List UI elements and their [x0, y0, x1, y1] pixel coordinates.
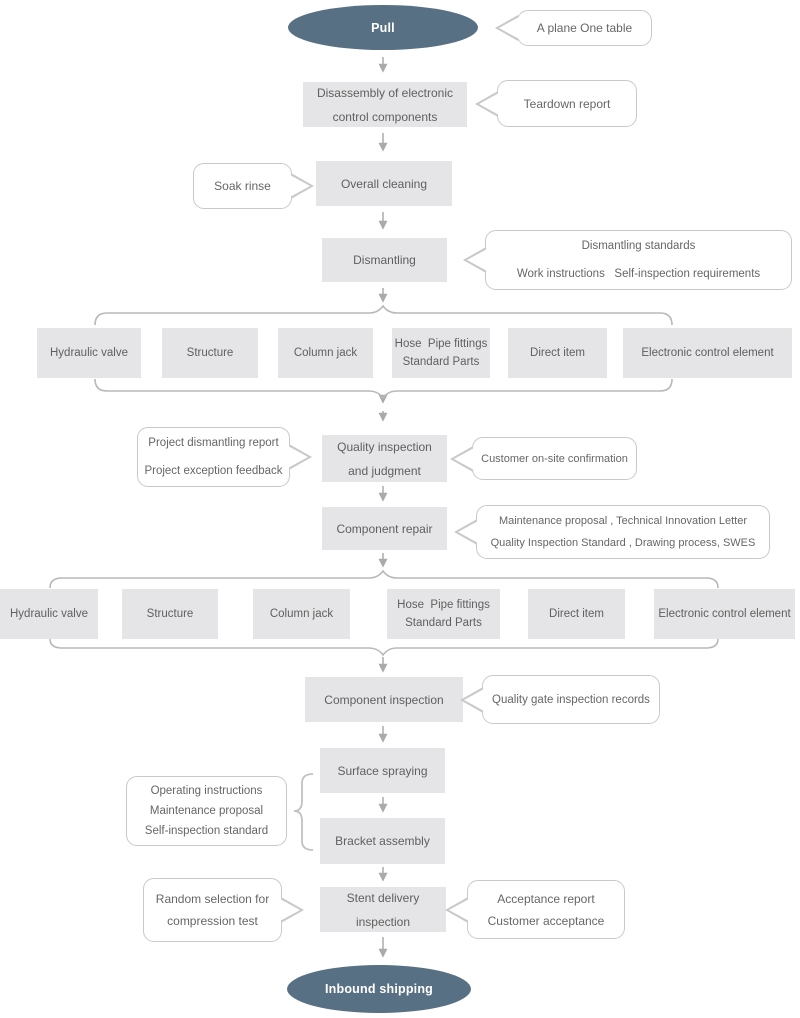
callout-quality-gate-line1: Quality gate inspection records — [492, 693, 650, 706]
branch1-column-jack-label: Column jack — [293, 347, 358, 359]
callout-soak-rinse-line1: Soak rinse — [214, 179, 271, 193]
callout-dismantling-docs-line1: Dismantling standards — [581, 240, 696, 252]
node-pull: Pull — [288, 5, 478, 50]
branch2-hydraulic-valve-label: Hydraulic valve — [10, 608, 88, 620]
callout-teardown-report: Teardown report — [475, 80, 637, 127]
node-overall-cleaning-label: Overall cleaning — [340, 176, 428, 191]
node-stent-delivery-line2: inspection — [355, 914, 411, 929]
branch2-bottom-bracket — [49, 638, 719, 657]
node-stent-delivery: Stent delivery inspection — [320, 887, 446, 932]
node-quality-inspection-line2: and judgment — [348, 463, 421, 478]
node-quality-inspection-line1: Quality inspection — [337, 439, 432, 454]
callout-assembly-docs-line3: Self-inspection standard — [144, 825, 269, 837]
callout-repair-docs-line1: Maintenance proposal , Technical Innovat… — [498, 515, 748, 527]
branch2-hose-fittings: Hose Pipe fittings Standard Parts — [387, 589, 500, 639]
callout-random-test-line1: Random selection for — [155, 892, 270, 906]
node-surface-spraying-label: Surface spraying — [337, 763, 428, 778]
callout-plane-table-line1: A plane One table — [536, 21, 633, 35]
node-surface-spraying: Surface spraying — [320, 748, 445, 793]
node-disassembly-line1: Disassembly of electronic — [316, 85, 454, 100]
callout-assembly-docs-line1: Operating instructions — [150, 785, 263, 797]
node-disassembly: Disassembly of electronic control compon… — [303, 82, 467, 127]
node-bracket-assembly-label: Bracket assembly — [335, 834, 430, 848]
node-pull-label: Pull — [371, 20, 395, 35]
callout-project-docs: Project dismantling report Project excep… — [137, 427, 312, 487]
branch1-hose-fittings: Hose Pipe fittings Standard Parts — [392, 328, 490, 378]
callout-random-test: Random selection for compression test — [143, 878, 304, 942]
branch2-electronic-control: Electronic control element — [654, 589, 795, 639]
branch2-structure-label: Structure — [146, 608, 194, 620]
branch1-direct-item-label: Direct item — [530, 347, 585, 359]
node-quality-inspection: Quality inspection and judgment — [322, 435, 447, 482]
node-component-inspection-label: Component inspection — [324, 692, 444, 707]
callout-customer-onsite: Customer on-site confirmation — [450, 437, 637, 480]
callout-quality-gate: Quality gate inspection records — [460, 675, 660, 724]
branch2-direct-item-label: Direct item — [549, 608, 604, 620]
node-overall-cleaning: Overall cleaning — [316, 161, 452, 206]
callout-dismantling-docs: Dismantling standards Work instructions … — [463, 230, 792, 290]
branch2-column-jack: Column jack — [253, 589, 350, 639]
node-dismantling: Dismantling — [322, 238, 447, 282]
branch2-column-jack-label: Column jack — [269, 608, 334, 620]
callout-repair-docs: Maintenance proposal , Technical Innovat… — [454, 505, 770, 559]
branch1-structure-label: Structure — [186, 347, 234, 359]
branch2-top-bracket — [49, 569, 719, 589]
node-stent-delivery-line1: Stent delivery — [346, 890, 420, 905]
branch2-hose-line1: Hose Pipe fittings — [397, 599, 490, 611]
callout-repair-docs-line2: Quality Inspection Standard , Drawing pr… — [490, 537, 756, 549]
branch1-hydraulic-valve: Hydraulic valve — [37, 328, 141, 378]
branch1-top-bracket — [94, 304, 673, 326]
callout-assembly-docs-line2: Maintenance proposal — [149, 805, 264, 817]
callout-assembly-docs: Operating instructions Maintenance propo… — [126, 776, 287, 846]
assembly-group-brace — [293, 773, 314, 851]
callout-dismantling-docs-line2: Work instructions Self-inspection requir… — [516, 268, 761, 280]
branch1-hose-line2: Standard Parts — [402, 356, 480, 368]
branch1-column-jack: Column jack — [278, 328, 373, 378]
node-component-repair: Component repair — [322, 507, 447, 550]
callout-project-docs-line2: Project exception feedback — [144, 465, 283, 477]
branch2-direct-item: Direct item — [528, 589, 625, 639]
branch1-direct-item: Direct item — [508, 328, 607, 378]
branch2-hose-line2: Standard Parts — [405, 617, 482, 629]
node-component-repair-label: Component repair — [336, 521, 433, 536]
branch2-hydraulic-valve: Hydraulic valve — [0, 589, 98, 639]
callout-random-test-line2: compression test — [167, 914, 258, 928]
branch2-electronic-control-label: Electronic control element — [658, 608, 791, 620]
node-dismantling-label: Dismantling — [353, 253, 416, 267]
node-inbound-shipping: Inbound shipping — [287, 965, 471, 1013]
callout-project-docs-line1: Project dismantling report — [148, 437, 279, 449]
callout-acceptance-line2: Customer acceptance — [487, 913, 605, 928]
branch2-structure: Structure — [122, 589, 218, 639]
callout-teardown-report-line1: Teardown report — [523, 96, 611, 111]
node-disassembly-line2: control components — [332, 109, 438, 124]
callout-acceptance: Acceptance report Customer acceptance — [445, 880, 625, 939]
callout-customer-onsite-line1: Customer on-site confirmation — [481, 452, 628, 465]
node-component-inspection: Component inspection — [305, 677, 463, 722]
branch1-hose-line1: Hose Pipe fittings — [394, 338, 488, 350]
callout-soak-rinse: Soak rinse — [193, 163, 314, 209]
branch1-electronic-control-label: Electronic control element — [641, 347, 774, 359]
callout-acceptance-line1: Acceptance report — [497, 891, 595, 906]
callout-plane-table: A plane One table — [495, 10, 652, 46]
branch1-hydraulic-valve-label: Hydraulic valve — [50, 347, 128, 359]
branch1-bottom-bracket — [94, 378, 673, 400]
branch1-structure: Structure — [162, 328, 258, 378]
branch1-electronic-control: Electronic control element — [623, 328, 792, 378]
node-bracket-assembly: Bracket assembly — [320, 818, 445, 864]
node-inbound-shipping-label: Inbound shipping — [324, 982, 434, 996]
